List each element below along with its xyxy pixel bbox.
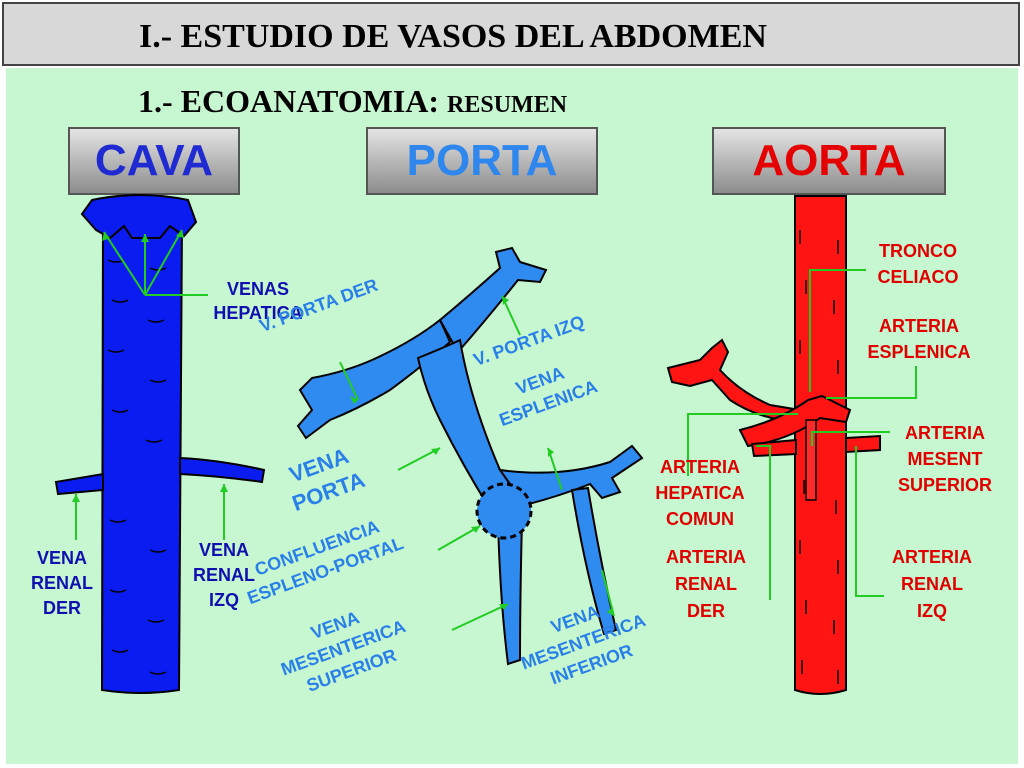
cava-header-label: CAVA [94, 136, 214, 185]
ari-line2: RENAL [901, 574, 963, 594]
right-renal-vein-cava [179, 456, 266, 484]
subtitle-small: RESUMEN [447, 92, 568, 118]
ams-line3: SUPERIOR [897, 475, 993, 495]
aorta-texture [799, 230, 839, 684]
leader-lines [75, 229, 917, 631]
vena-renal-izq-line2: RENAL [193, 565, 255, 585]
hepatic-veins-top [80, 194, 198, 240]
ard-line2: RENAL [675, 574, 737, 594]
subtitle-main: 1.- ECOANATOMIA: [138, 83, 448, 119]
aorta-vessel [666, 195, 881, 695]
left-renal-artery [845, 434, 881, 454]
confluence-marker [475, 482, 533, 540]
aorta-header: AORTA [712, 127, 946, 195]
left-renal-vein-cava [54, 472, 104, 496]
cava-header: CAVA [68, 127, 240, 195]
ari-line3: IZQ [917, 601, 947, 621]
venas-hepatica-label: VENAS HEPATICA [200, 277, 316, 325]
arteria-hepatica-comun-label: ARTERIA HEPATICA COMUN [640, 454, 760, 532]
ams-line2: MESENT [907, 449, 983, 469]
porta-vessel [296, 246, 644, 666]
arteria-mesent-superior-label: ARTERIA MESENT SUPERIOR [882, 420, 1008, 498]
smv [496, 519, 524, 666]
aorta-trunk [794, 195, 847, 695]
porta-left-branch [438, 246, 548, 354]
vena-renal-der-line2: RENAL [31, 573, 93, 593]
ahc-line2: HEPATICA [655, 483, 745, 503]
porta-header: PORTA [366, 127, 598, 195]
tronco-celiaco-line2: CELIACO [877, 267, 959, 287]
porta-header-label: PORTA [406, 136, 558, 185]
venas-hepatica-line1: VENAS [226, 279, 289, 299]
sma [805, 419, 817, 501]
vena-renal-izq-line3: IZQ [209, 590, 239, 610]
arteria-renal-der-label: ARTERIA RENAL DER [650, 544, 762, 625]
splenic-artery [666, 338, 801, 424]
vena-renal-der-line1: VENA [36, 548, 87, 568]
splenic-vein [497, 444, 644, 507]
tronco-celiaco-label: TRONCO CELIACO [864, 238, 972, 290]
venas-hepatica-line2: HEPATICA [213, 303, 303, 323]
arteria-esplenica-line2: ESPLENICA [867, 342, 971, 362]
page-subtitle: 1.- ECOANATOMIA: RESUMEN [138, 83, 567, 120]
porta-right-branch [296, 318, 452, 440]
ams-line1: ARTERIA [905, 423, 985, 443]
vena-renal-izq-line1: VENA [198, 540, 249, 560]
cava-trunk [100, 221, 184, 694]
vena-renal-der-line3: DER [42, 598, 81, 618]
cava-vessel [54, 194, 266, 694]
vena-renal-izq-label: VENA RENAL IZQ [186, 538, 262, 613]
ahc-line3: COMUN [666, 509, 734, 529]
arteria-esplenica-label: ARTERIA ESPLENICA [852, 313, 986, 365]
aorta-header-label: AORTA [752, 136, 906, 185]
vena-renal-der-label: VENA RENAL DER [24, 546, 100, 621]
right-renal-artery [750, 438, 797, 458]
leader-arrowheads [72, 230, 614, 616]
cava-texture [107, 259, 167, 675]
tronco-celiaco-line1: TRONCO [879, 241, 957, 261]
ard-line3: DER [686, 601, 725, 621]
ahc-line1: ARTERIA [660, 457, 740, 477]
ard-line1: ARTERIA [666, 547, 746, 567]
imv [570, 486, 618, 636]
arteria-esplenica-line1: ARTERIA [879, 316, 959, 336]
ari-line1: ARTERIA [892, 547, 972, 567]
page-title: I.- ESTUDIO DE VASOS DEL ABDOMEN [139, 18, 767, 55]
arteria-renal-izq-label: ARTERIA RENAL IZQ [876, 544, 988, 625]
title-bar: I.- ESTUDIO DE VASOS DEL ABDOMEN [2, 2, 1020, 66]
